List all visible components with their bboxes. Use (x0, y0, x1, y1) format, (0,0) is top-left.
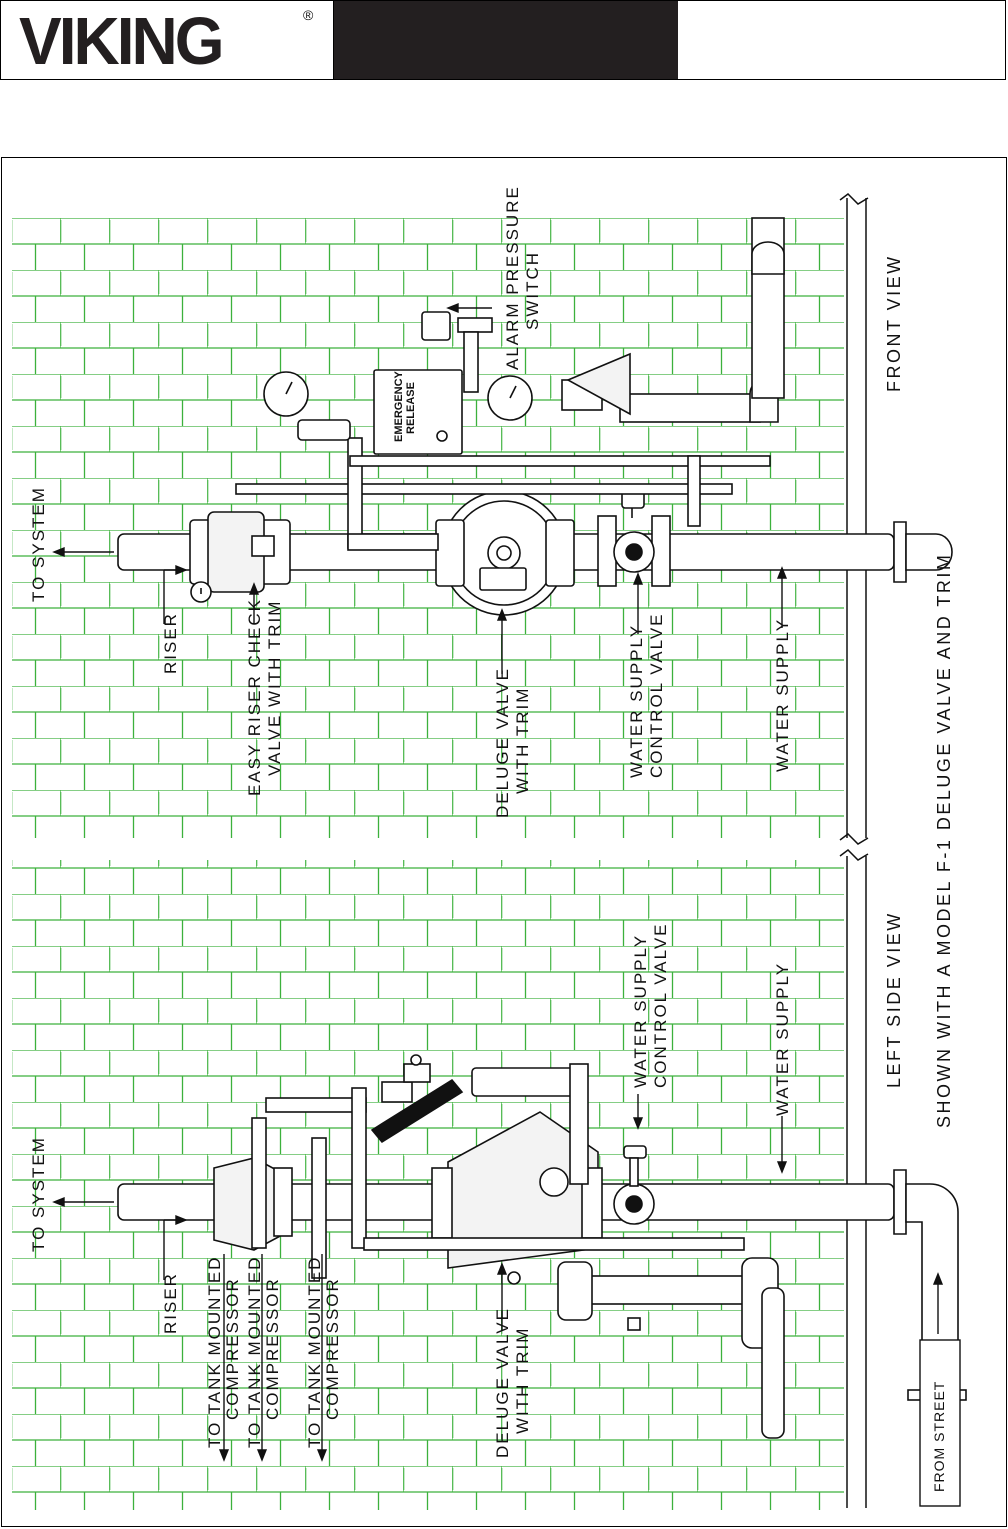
lv-riser-label: RISER (161, 1272, 180, 1334)
fv-riser-label: RISER (161, 612, 180, 674)
front-view-piping (117, 217, 953, 616)
fv-wscv-label-2: CONTROL VALVE (647, 613, 666, 779)
lv-compressor-c-2: COMPRESSOR (323, 1277, 342, 1420)
lv-title: LEFT SIDE VIEW (884, 911, 904, 1088)
fv-water-supply-label: WATER SUPPLY (773, 618, 792, 772)
front-view-brick-wall (12, 218, 844, 838)
fv-deluge-label-2: WITH TRIM (513, 687, 532, 794)
document-header: VIKING ® (0, 0, 1006, 80)
valve-diagram: TO SYSTEM RISER EASY RISER CHECK VALVE W… (12, 185, 967, 1510)
lv-compressor-a-1: TO TANK MOUNTED (205, 1256, 224, 1448)
fv-easy-riser-label-1: EASY RISER CHECK (245, 598, 264, 796)
fv-title: FRONT VIEW (884, 254, 904, 392)
fv-alarm-label-2: SWITCH (523, 251, 542, 330)
lv-deluge-label-1: DELUGE VALVE (493, 1307, 512, 1458)
lv-to-system: TO SYSTEM (29, 1136, 48, 1252)
left-view-labels: TO SYSTEM RISER TO TANK MOUNTED COMPRESS… (29, 911, 947, 1492)
brand-wordmark: VIKING (19, 3, 224, 79)
lv-from-street-label: FROM STREET (931, 1381, 947, 1492)
fv-wscv-label-1: WATER SUPPLY (627, 624, 646, 778)
lv-compressor-b-1: TO TANK MOUNTED (245, 1256, 264, 1448)
lv-water-supply-label: WATER SUPPLY (773, 962, 792, 1116)
registered-mark: ® (303, 7, 314, 23)
figure-caption: SHOWN WITH A MODEL F-1 DELUGE VALVE AND … (934, 553, 954, 1128)
lv-deluge-label-2: WITH TRIM (513, 1327, 532, 1434)
fv-emergency-label-1: EMERGENCY (393, 370, 405, 442)
lv-compressor-c-1: TO TANK MOUNTED (305, 1256, 324, 1448)
floor-slab (839, 193, 869, 1508)
valve-diagram-figure: TO SYSTEM RISER EASY RISER CHECK VALVE W… (1, 157, 1007, 1527)
fv-alarm-label-1: ALARM PRESSURE (503, 185, 522, 370)
header-dark-band (334, 1, 678, 79)
front-view-labels: TO SYSTEM RISER EASY RISER CHECK VALVE W… (29, 185, 904, 818)
lv-wscv-label-2: CONTROL VALVE (651, 923, 670, 1089)
lv-wscv-label-1: WATER SUPPLY (631, 934, 650, 1088)
fv-to-system-label: TO SYSTEM (29, 486, 48, 602)
lv-compressor-a-2: COMPRESSOR (223, 1277, 242, 1420)
from-street-pipe (919, 1339, 961, 1507)
label-leaders (52, 302, 944, 1462)
fv-easy-riser-label-2: VALVE WITH TRIM (265, 600, 284, 776)
lv-compressor-b-2: COMPRESSOR (263, 1277, 282, 1420)
left-view-piping (117, 1054, 967, 1439)
viking-logo: VIKING ® (1, 1, 334, 79)
fv-emergency-label-2: RELEASE (405, 382, 417, 434)
fv-deluge-label-1: DELUGE VALVE (493, 667, 512, 818)
header-blank-band (678, 1, 1005, 79)
